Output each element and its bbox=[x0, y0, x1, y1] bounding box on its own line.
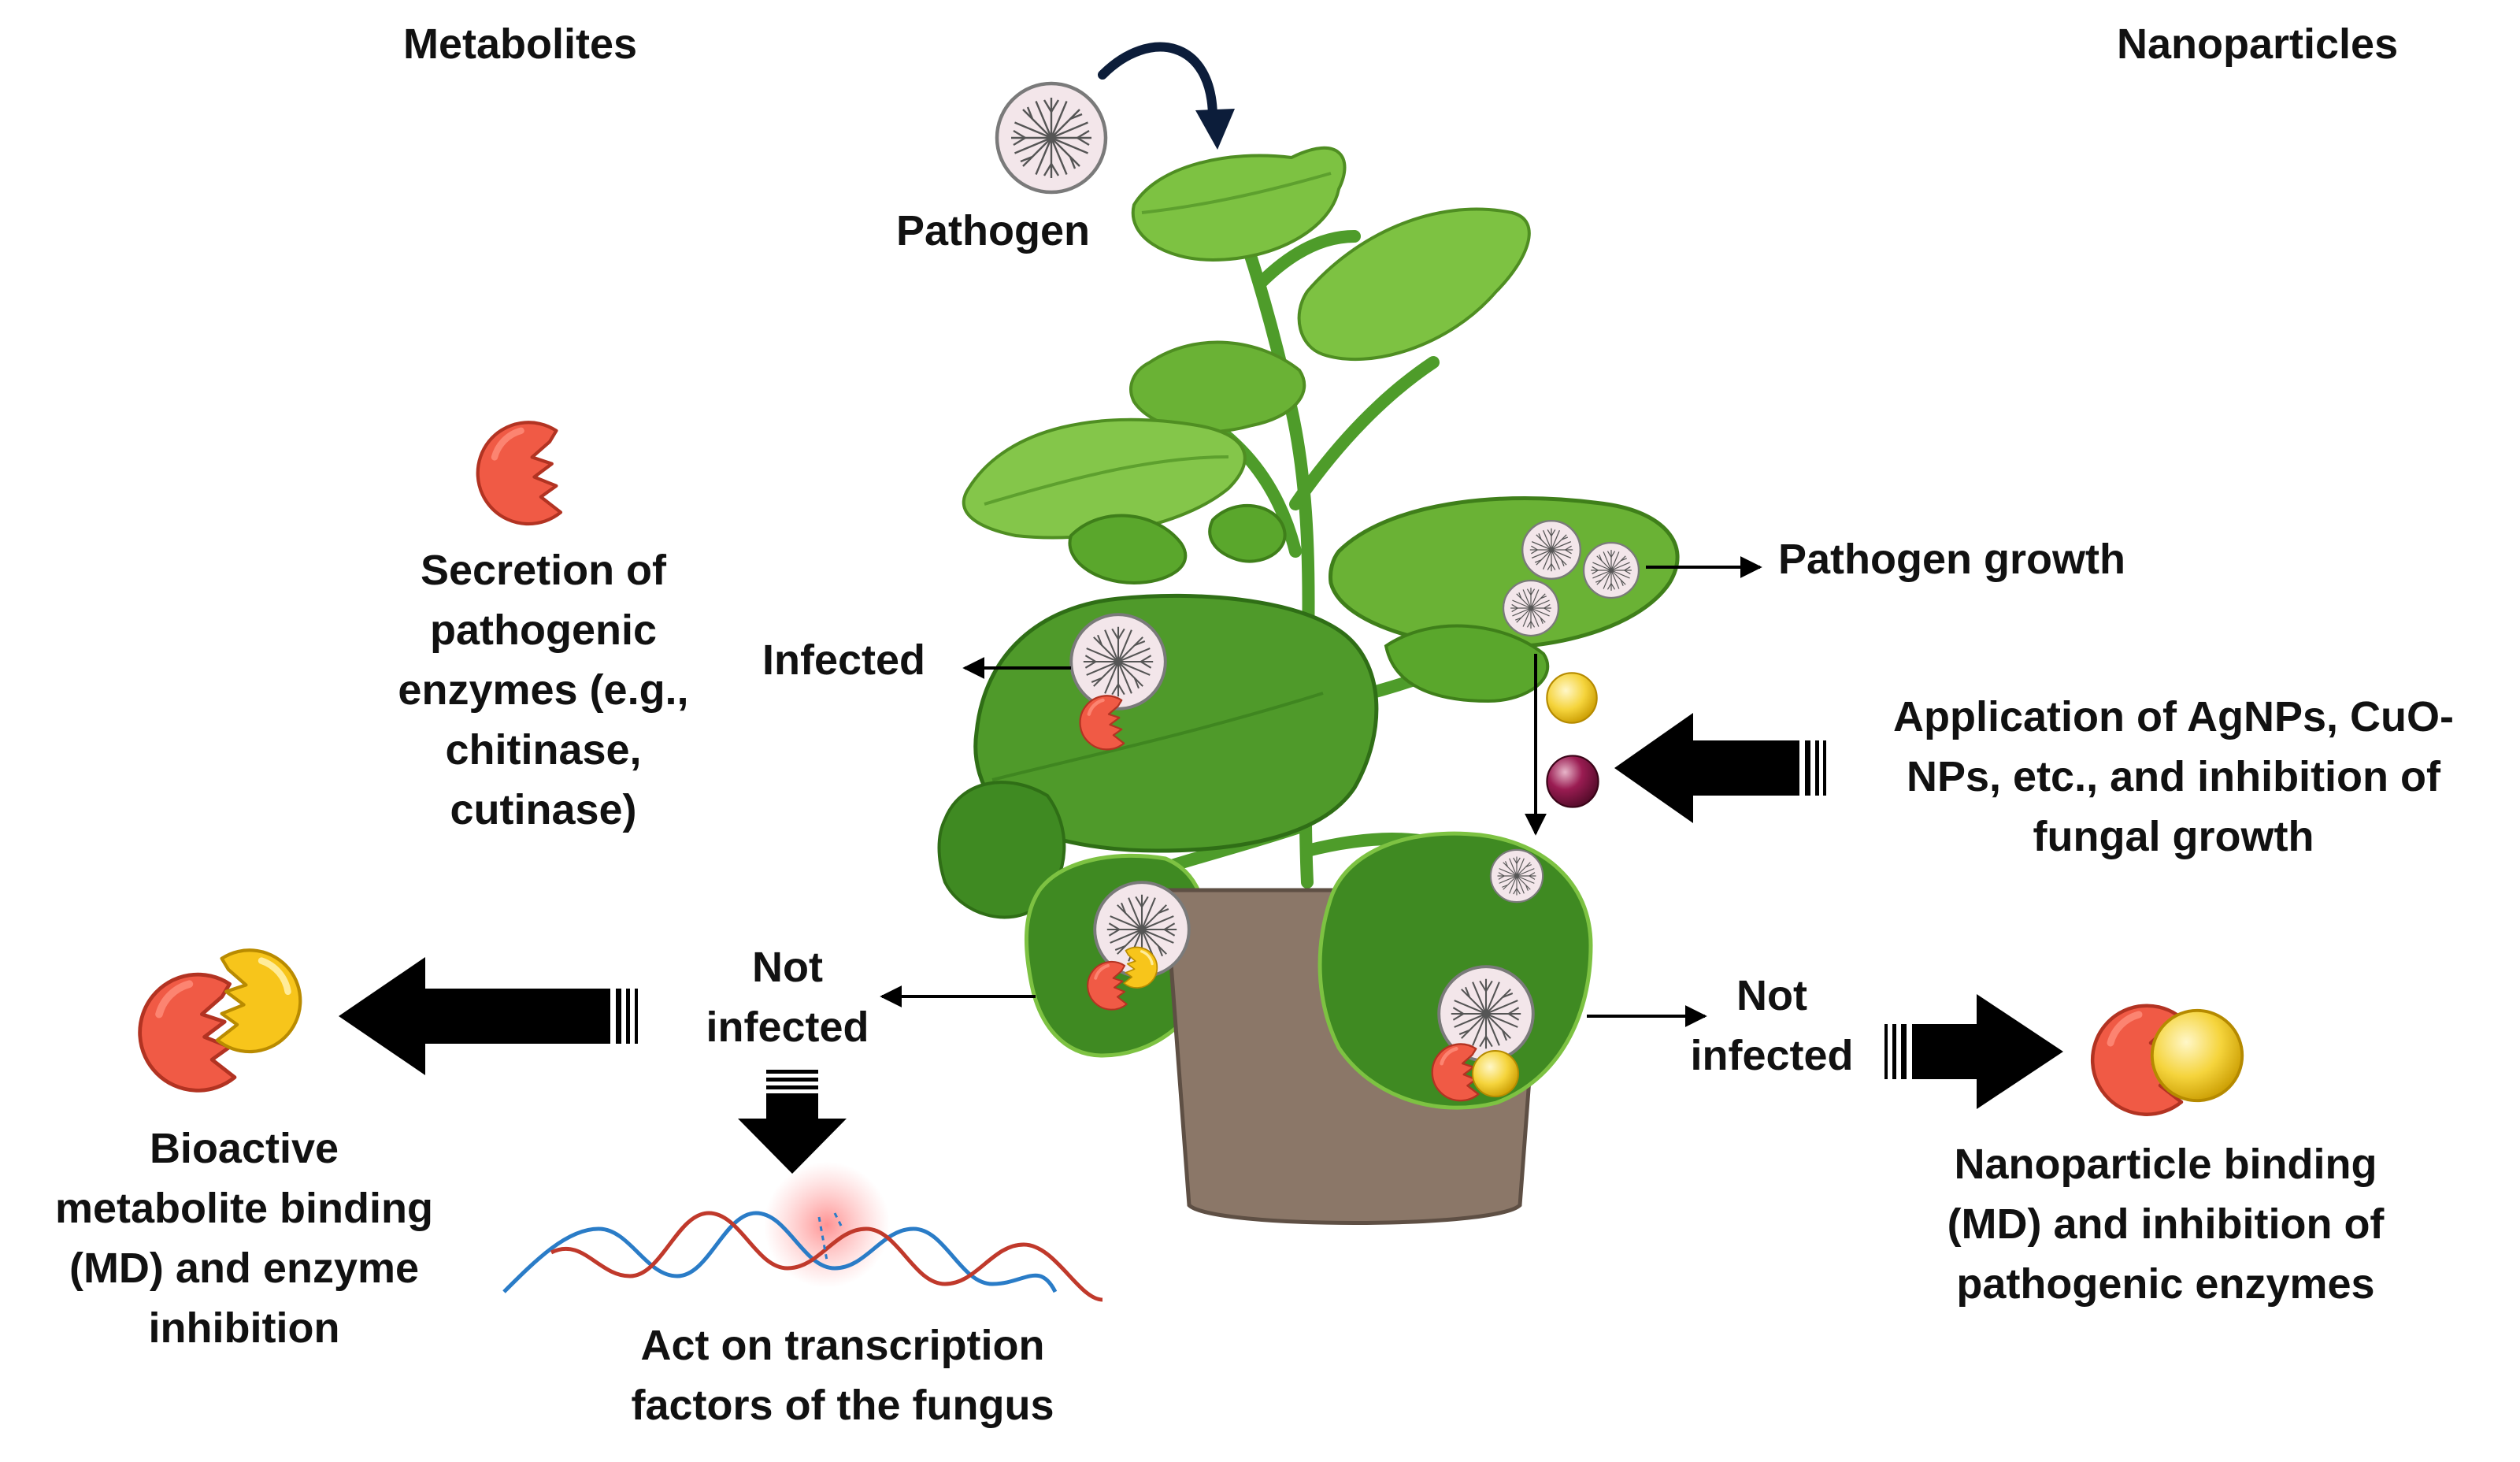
label-line: Nanoparticle binding bbox=[1954, 1141, 2377, 1188]
leaf-upper-right bbox=[1297, 207, 1531, 361]
metabolite-binding-complex bbox=[140, 950, 301, 1090]
nanoparticle-binding-complex bbox=[2092, 1006, 2244, 1115]
pathogenic-enzyme-icon bbox=[140, 974, 235, 1090]
label-line: Not bbox=[752, 944, 823, 991]
leaf-mid-left-light bbox=[962, 417, 1247, 540]
leaf-upper-left bbox=[1129, 340, 1306, 434]
pathogen-spore-icon bbox=[1582, 541, 1640, 599]
pathogen-spore-icon bbox=[1502, 579, 1560, 637]
heading-nanoparticles: Nanoparticles bbox=[2117, 20, 2399, 68]
label-infected: Infected bbox=[762, 636, 926, 684]
label-line: pathogenic enzymes bbox=[1956, 1260, 2375, 1308]
applied-nanoparticles bbox=[1546, 672, 1599, 808]
leaf-pathogen-growth bbox=[1329, 496, 1680, 650]
label-line: Bioactive bbox=[149, 1125, 339, 1172]
pathogen-spore-icon bbox=[997, 83, 1106, 192]
label-line: fungal growth bbox=[2033, 813, 2314, 860]
label-line: factors of the fungus bbox=[631, 1382, 1054, 1429]
leaf-top bbox=[1131, 146, 1347, 262]
pathogen-spore-icon bbox=[1521, 520, 1582, 580]
label-nanoparticle-binding: Nanoparticle binding (MD) and inhibition… bbox=[1866, 1134, 2465, 1314]
heading-metabolites: Metabolites bbox=[403, 20, 638, 68]
label-line: NPs, etc., and inhibition of bbox=[1906, 753, 2440, 800]
metabolite-icon bbox=[217, 950, 300, 1052]
nanoparticle-icon bbox=[2150, 1008, 2244, 1103]
leaf-small-mid bbox=[1068, 514, 1188, 585]
label-line: metabolite binding bbox=[55, 1185, 433, 1232]
label-line: (MD) and inhibition of bbox=[1947, 1200, 2385, 1248]
label-pathogen-growth: Pathogen growth bbox=[1778, 536, 2125, 583]
dna-helix bbox=[502, 1162, 1103, 1302]
label-line: Act on transcription bbox=[640, 1322, 1045, 1369]
secreted-enzyme-icon bbox=[478, 422, 561, 524]
block-arrow-down bbox=[738, 1070, 847, 1174]
thin-arrows bbox=[880, 556, 1762, 1027]
label-line: Application of AgNPs, CuO- bbox=[1893, 693, 2454, 740]
curved-arrow bbox=[1098, 42, 1217, 123]
dna-strand-red bbox=[550, 1211, 1103, 1302]
silver-nanoparticle-icon bbox=[1546, 672, 1598, 724]
label-not-infected-left: Not infected bbox=[669, 937, 906, 1057]
label-line: (MD) and enzyme bbox=[69, 1245, 420, 1292]
leaf-right-back bbox=[1384, 624, 1550, 703]
label-line: infected bbox=[1690, 1032, 1854, 1079]
label-not-infected-right: Not infected bbox=[1654, 966, 1890, 1085]
block-arrow-application bbox=[1614, 713, 1826, 823]
label-line: Not bbox=[1736, 972, 1807, 1019]
label-act-on-transcription-factors: Act on transcription factors of the fung… bbox=[543, 1315, 1142, 1435]
pathogen-source bbox=[997, 42, 1235, 192]
pathogen-colony-icon bbox=[1069, 613, 1167, 711]
nanoparticle-icon bbox=[1471, 1049, 1520, 1098]
label-line: cutinase) bbox=[450, 786, 637, 833]
label-line: Secretion of bbox=[420, 547, 667, 594]
block-arrow-metabolite bbox=[339, 957, 638, 1075]
label-line: chitinase, bbox=[445, 726, 642, 774]
label-line: enzymes (e.g., bbox=[398, 666, 689, 714]
label-line: inhibition bbox=[148, 1304, 340, 1352]
label-secretion-of-enzymes: Secretion of pathogenic enzymes (e.g., c… bbox=[331, 540, 756, 840]
leaf-small-mid-2 bbox=[1208, 503, 1287, 563]
label-application-of-nanoparticles: Application of AgNPs, CuO- NPs, etc., an… bbox=[1831, 687, 2516, 866]
label-line: infected bbox=[706, 1004, 869, 1051]
copper-oxide-nanoparticle-icon bbox=[1546, 755, 1599, 808]
dna-strand-blue bbox=[502, 1211, 1058, 1293]
label-pathogen: Pathogen bbox=[896, 207, 1091, 254]
pathogen-spore-icon bbox=[1489, 848, 1544, 904]
block-arrow-nanoparticle bbox=[1884, 994, 2063, 1109]
label-line: pathogenic bbox=[429, 607, 657, 654]
label-bioactive-metabolite-binding: Bioactive metabolite binding (MD) and en… bbox=[16, 1119, 472, 1358]
dna-target-glow bbox=[764, 1162, 890, 1288]
